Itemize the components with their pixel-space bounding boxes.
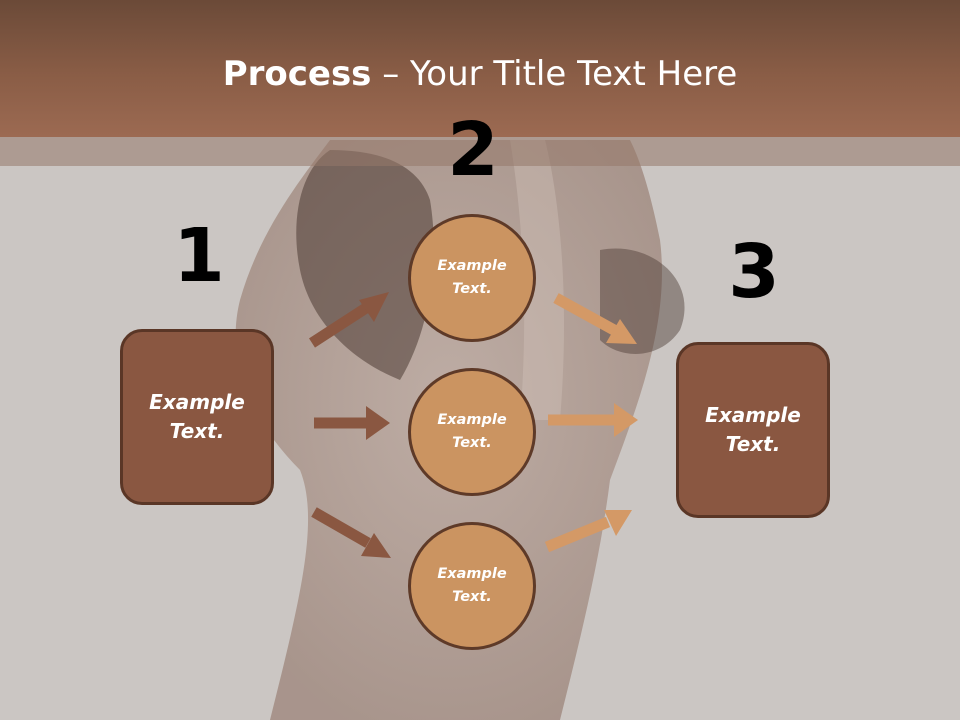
header-band [0,137,960,166]
circle-2-line1: Example [437,412,507,428]
arrow-to-circle-2 [314,406,390,440]
arrow-from-circle-3 [544,510,632,553]
arrow-from-circle-2 [548,403,638,437]
step-number-2: 2 [447,107,499,193]
source-box-line2: Text. [169,419,225,443]
target-box-line2: Text. [725,432,781,456]
source-box-line1: Example [149,390,245,414]
right-arrows [544,293,638,553]
circle-1-line2: Text. [452,281,492,297]
circle-1-line1: Example [437,258,507,274]
arrow-to-circle-3 [311,507,391,558]
header-bar [0,0,960,137]
title-bold: Process [222,54,372,94]
title-rest: – Your Title Text Here [371,54,738,94]
step-number-3: 3 [728,229,780,315]
arrow-to-circle-1 [309,292,389,348]
circle-3-line1: Example [437,566,507,582]
arrow-from-circle-1 [553,293,637,344]
left-arrows [309,292,391,558]
slide-title: Process – Your Title Text Here [0,52,960,96]
target-box-line1: Example [705,403,801,427]
circle-3-line2: Text. [452,589,492,605]
step-number-1: 1 [173,213,225,299]
circle-2-line2: Text. [452,435,492,451]
